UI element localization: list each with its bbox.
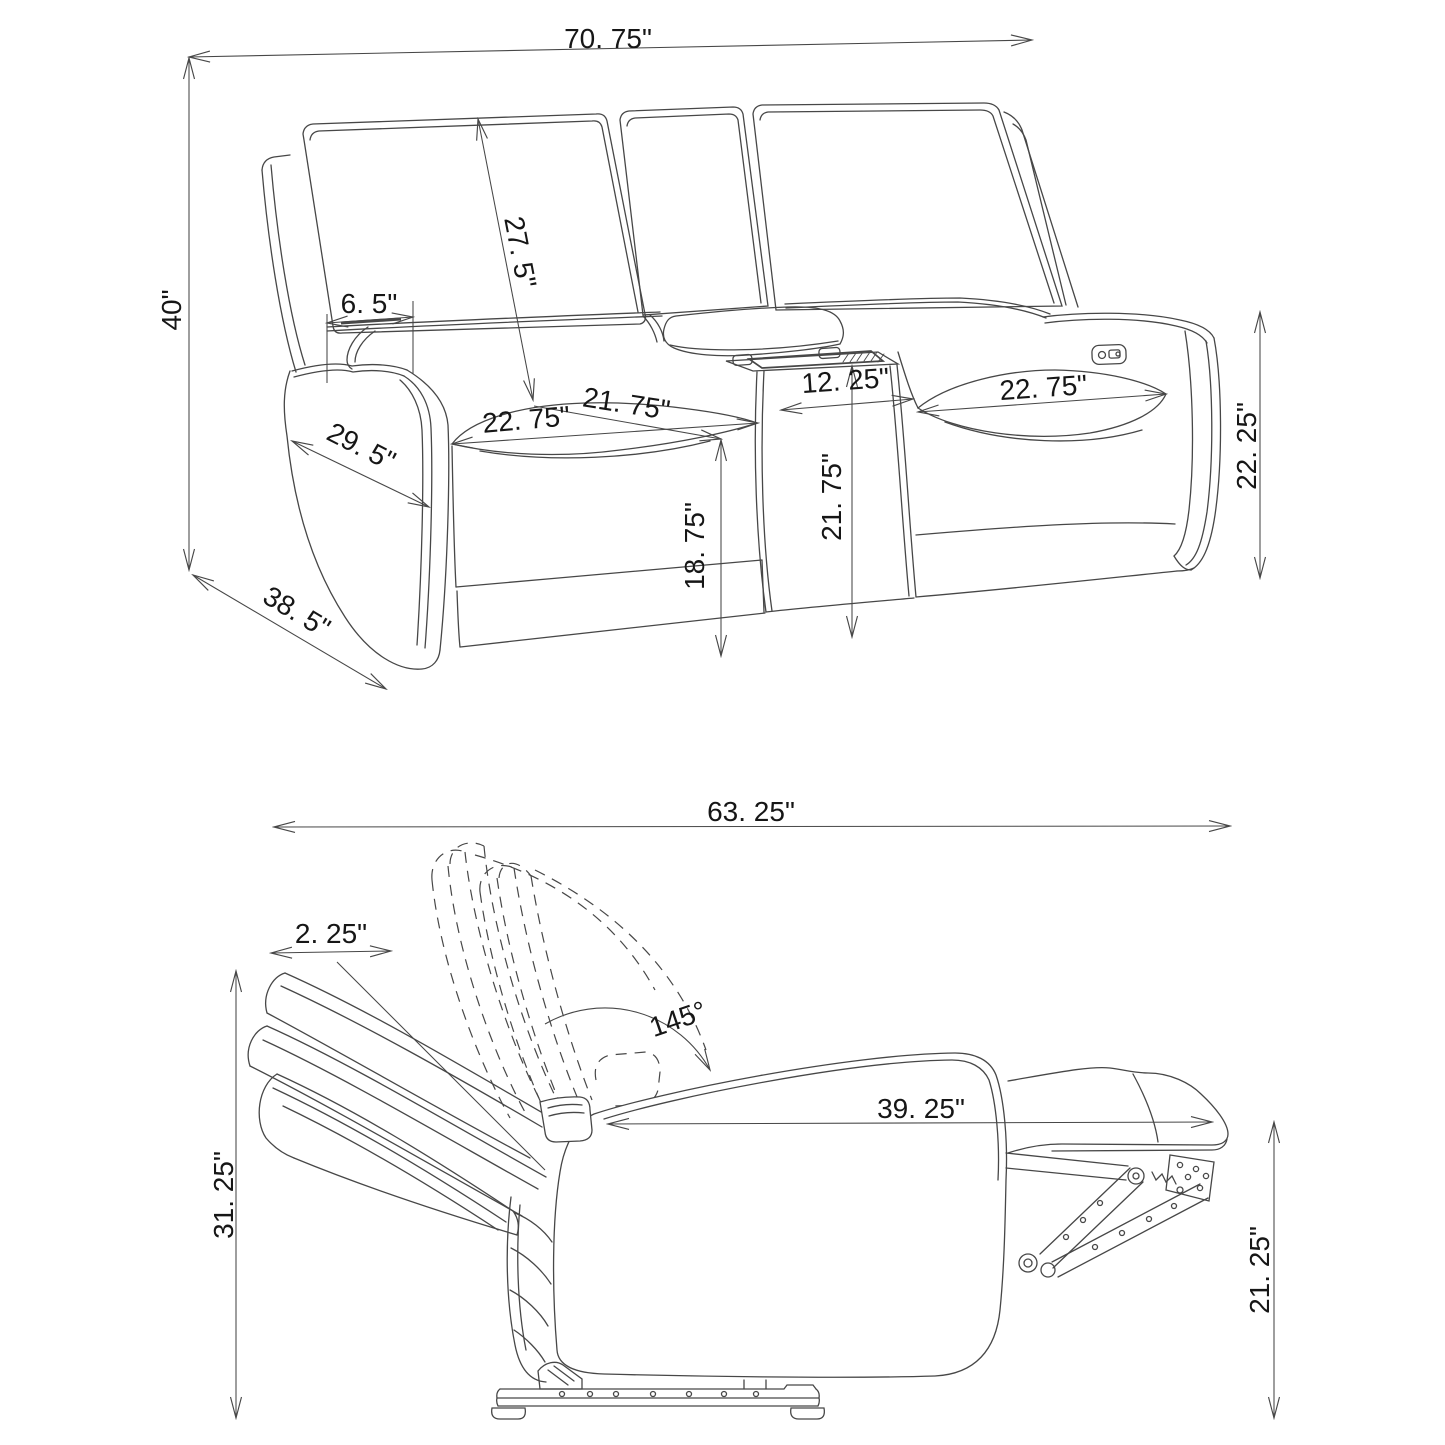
svg-text:22. 25": 22. 25"	[1231, 402, 1262, 490]
svg-text:22. 75": 22. 75"	[481, 400, 571, 439]
svg-text:6. 5": 6. 5"	[341, 288, 398, 319]
svg-text:145°: 145°	[645, 995, 710, 1043]
svg-text:39. 25": 39. 25"	[877, 1093, 965, 1124]
svg-text:31. 25": 31. 25"	[208, 1151, 239, 1239]
svg-text:12. 25": 12. 25"	[800, 362, 890, 399]
svg-text:21. 25": 21. 25"	[1244, 1226, 1275, 1314]
svg-text:38. 5": 38. 5"	[258, 580, 336, 644]
svg-text:29. 5": 29. 5"	[322, 416, 400, 476]
svg-text:2. 25": 2. 25"	[295, 918, 367, 949]
svg-text:63. 25": 63. 25"	[707, 796, 795, 827]
svg-text:70. 75": 70. 75"	[564, 23, 652, 54]
svg-text:21. 75": 21. 75"	[581, 381, 673, 425]
svg-text:21. 75": 21. 75"	[816, 453, 847, 541]
svg-text:22. 75": 22. 75"	[998, 369, 1088, 406]
svg-text:27. 5": 27. 5"	[498, 214, 542, 291]
svg-text:18. 75": 18. 75"	[679, 502, 710, 590]
svg-text:40": 40"	[156, 289, 187, 330]
